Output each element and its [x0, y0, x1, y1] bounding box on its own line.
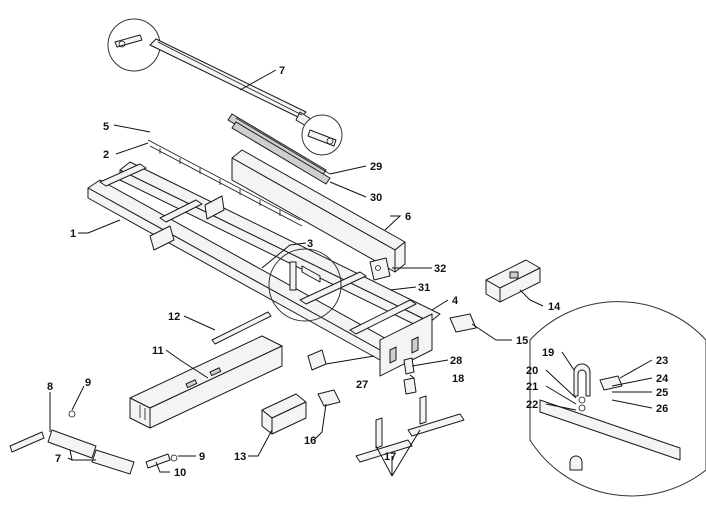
callout-6: 6 — [405, 211, 411, 223]
block-27 — [307, 349, 327, 371]
callout-16: 16 — [304, 435, 316, 447]
washer-9-top — [68, 410, 76, 418]
callout-9-bottom: 9 — [199, 451, 205, 463]
callout-32: 32 — [434, 263, 446, 275]
callout-9-top: 9 — [85, 377, 91, 389]
pin-bracket-15 — [449, 313, 477, 333]
bumper-13 — [261, 393, 307, 435]
callout-24: 24 — [656, 373, 669, 385]
bolt-strip — [147, 139, 303, 227]
callout-1: 1 — [70, 228, 76, 240]
callout-20: 20 — [526, 365, 538, 377]
callout-7-top: 7 — [279, 65, 285, 77]
callout-15: 15 — [516, 335, 528, 347]
callout-12: 12 — [168, 311, 180, 323]
callout-31: 31 — [418, 282, 430, 294]
block-16 — [317, 389, 341, 407]
callout-5: 5 — [103, 121, 109, 133]
end-bumper-14 — [485, 259, 541, 303]
callout-28: 28 — [450, 355, 462, 367]
callout-3: 3 — [307, 238, 313, 250]
leader-lines — [49, 69, 653, 477]
callout-14: 14 — [548, 301, 561, 313]
callout-29: 29 — [370, 161, 382, 173]
clip-28 — [403, 357, 415, 375]
support-legs-17 — [355, 395, 465, 463]
washer-9-bottom — [170, 454, 178, 462]
callout-17: 17 — [384, 451, 396, 463]
cable-end-detail-right — [301, 114, 343, 156]
callout-23: 23 — [656, 355, 668, 367]
cover-channel — [231, 149, 406, 273]
drag-chain — [227, 113, 331, 185]
callout-26: 26 — [656, 403, 668, 415]
callout-7-bottom: 7 — [55, 453, 61, 465]
callout-25: 25 — [656, 387, 668, 399]
small-bracket-32 — [369, 257, 391, 281]
hydraulic-cylinder-7 — [47, 429, 135, 475]
callout-4: 4 — [452, 295, 459, 307]
callout-22: 22 — [526, 399, 538, 411]
ramp-housing-11 — [129, 335, 283, 429]
callout-13: 13 — [234, 451, 246, 463]
callout-30: 30 — [370, 192, 382, 204]
callout-21: 21 — [526, 381, 538, 393]
mount-detail-circle — [268, 248, 342, 322]
pin-8 — [9, 431, 45, 453]
u-bolt-detail-circle — [529, 301, 706, 497]
callout-19: 19 — [542, 347, 554, 359]
rod-12 — [211, 311, 272, 345]
callout-2: 2 — [103, 149, 109, 161]
callout-labels: 1 2 3 4 5 6 7 7 8 9 9 10 11 12 13 14 15 … — [47, 65, 669, 479]
callout-27: 27 — [356, 379, 368, 391]
callout-11: 11 — [152, 345, 164, 357]
callout-10: 10 — [174, 467, 186, 479]
callout-8: 8 — [47, 381, 53, 393]
callout-18: 18 — [452, 373, 464, 385]
bracket-18 — [403, 377, 417, 395]
main-frame — [87, 161, 441, 377]
pin-10 — [145, 453, 171, 469]
